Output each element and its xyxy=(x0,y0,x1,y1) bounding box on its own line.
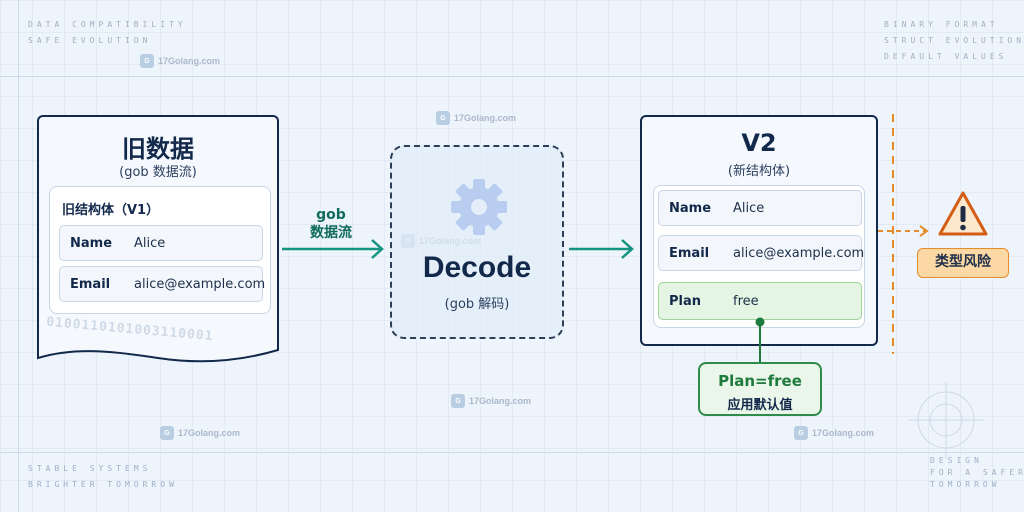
watermark-text: 17Golang.com xyxy=(812,428,875,438)
old-data-title: 旧数据 xyxy=(122,135,194,163)
frame-line xyxy=(18,0,19,512)
risk-arrow xyxy=(878,225,929,237)
watermark: G 17Golang.com xyxy=(794,426,874,440)
field-label: Email xyxy=(669,245,710,261)
decode-box: Decode (gob 解码) xyxy=(390,145,564,339)
corner-text-top-left: DATA COMPATIBILITY SAFE EVOLUTION xyxy=(28,17,187,49)
frame-line xyxy=(0,452,1024,453)
v2-fields-panel: Name Alice Email alice@example.com Plan … xyxy=(653,185,865,328)
corner-line: FOR A SAFER xyxy=(930,468,1024,477)
warning-icon xyxy=(938,191,988,236)
field-value: Alice xyxy=(733,200,765,216)
watermark: G 17Golang.com xyxy=(140,54,220,68)
watermark-logo-icon: G xyxy=(451,394,465,408)
watermark-logo-icon: G xyxy=(140,54,154,68)
plan-default-callout: Plan=free 应用默认值 xyxy=(698,362,822,416)
field-value: alice@example.com xyxy=(134,276,266,292)
flow-label-line: 数据流 xyxy=(310,225,352,241)
field-value: free xyxy=(733,293,759,309)
document-wave-bottom xyxy=(37,318,279,363)
v1-field-name: Name Alice xyxy=(59,225,263,261)
plan-connector xyxy=(755,317,765,364)
v1-field-email: Email alice@example.com xyxy=(59,266,266,302)
watermark-logo-icon: G xyxy=(436,111,450,125)
field-label: Plan xyxy=(669,293,702,309)
callout-main-text: Plan=free xyxy=(718,372,802,390)
watermark-logo-icon: G xyxy=(160,426,174,440)
watermark: G 17Golang.com xyxy=(436,111,516,125)
corner-text-bottom-right: DESIGN FOR A SAFER TOMORROW xyxy=(930,455,1024,491)
corner-line: SAFE EVOLUTION xyxy=(28,36,152,45)
v2-field-name: Name Alice xyxy=(658,190,862,226)
v1-struct-panel: 旧结构体（V1） Name Alice Email alice@example.… xyxy=(49,186,271,314)
field-label: Name xyxy=(669,200,712,216)
field-value: Alice xyxy=(134,235,166,251)
v2-subtitle: (新结构体) xyxy=(727,164,791,179)
v2-title: V2 xyxy=(741,129,777,157)
field-value: alice@example.com xyxy=(733,245,865,261)
arrow-to-v2 xyxy=(569,239,634,259)
watermark: G 17Golang.com xyxy=(160,426,240,440)
corner-line: DEFAULT VALUES xyxy=(884,52,1008,61)
corner-line: BRIGHTER TOMORROW xyxy=(28,480,178,489)
corner-line: TOMORROW xyxy=(930,480,1001,489)
corner-text-top-right: BINARY FORMAT STRUCT EVOLUTION DEFAULT V… xyxy=(884,17,1024,65)
corner-line: STRUCT EVOLUTION xyxy=(884,36,1024,45)
watermark-text: 17Golang.com xyxy=(178,428,241,438)
callout-sub-text: 应用默认值 xyxy=(727,398,793,413)
v2-field-plan: Plan free xyxy=(658,282,862,320)
corner-line: DATA COMPATIBILITY xyxy=(28,20,187,29)
corner-line: BINARY FORMAT xyxy=(884,20,999,29)
field-label: Email xyxy=(70,276,111,292)
target-decoration xyxy=(908,382,984,458)
corner-text-bottom-left: STABLE SYSTEMS BRIGHTER TOMORROW xyxy=(28,461,178,493)
corner-line: DESIGN xyxy=(930,456,983,465)
gear-icon xyxy=(451,179,507,235)
watermark-text: 17Golang.com xyxy=(469,396,532,406)
watermark-text: 17Golang.com xyxy=(454,113,517,123)
arrow-to-decode xyxy=(282,239,384,259)
watermark: G 17Golang.com xyxy=(451,394,531,408)
old-data-card: 旧数据 (gob 数据流) 旧结构体（V1） Name Alice Email … xyxy=(37,115,279,345)
v2-struct-card: V2 (新结构体) Name Alice Email alice@example… xyxy=(640,115,878,346)
v1-struct-title: 旧结构体（V1） xyxy=(62,203,160,218)
flow-label-line: gob xyxy=(316,207,346,223)
decode-title: Decode xyxy=(422,251,532,284)
risk-divider xyxy=(892,114,894,354)
decode-subtitle: (gob 解码) xyxy=(444,297,510,312)
v2-field-email: Email alice@example.com xyxy=(658,235,865,271)
corner-line: STABLE SYSTEMS xyxy=(28,464,152,473)
gob-stream-label: gob 数据流 xyxy=(296,206,366,242)
type-risk-badge: 类型风险 xyxy=(917,248,1009,278)
old-data-subtitle: (gob 数据流) xyxy=(119,165,197,180)
frame-line xyxy=(0,76,1024,77)
watermark-logo-icon: G xyxy=(794,426,808,440)
watermark-text: 17Golang.com xyxy=(158,56,221,66)
field-label: Name xyxy=(70,235,113,251)
